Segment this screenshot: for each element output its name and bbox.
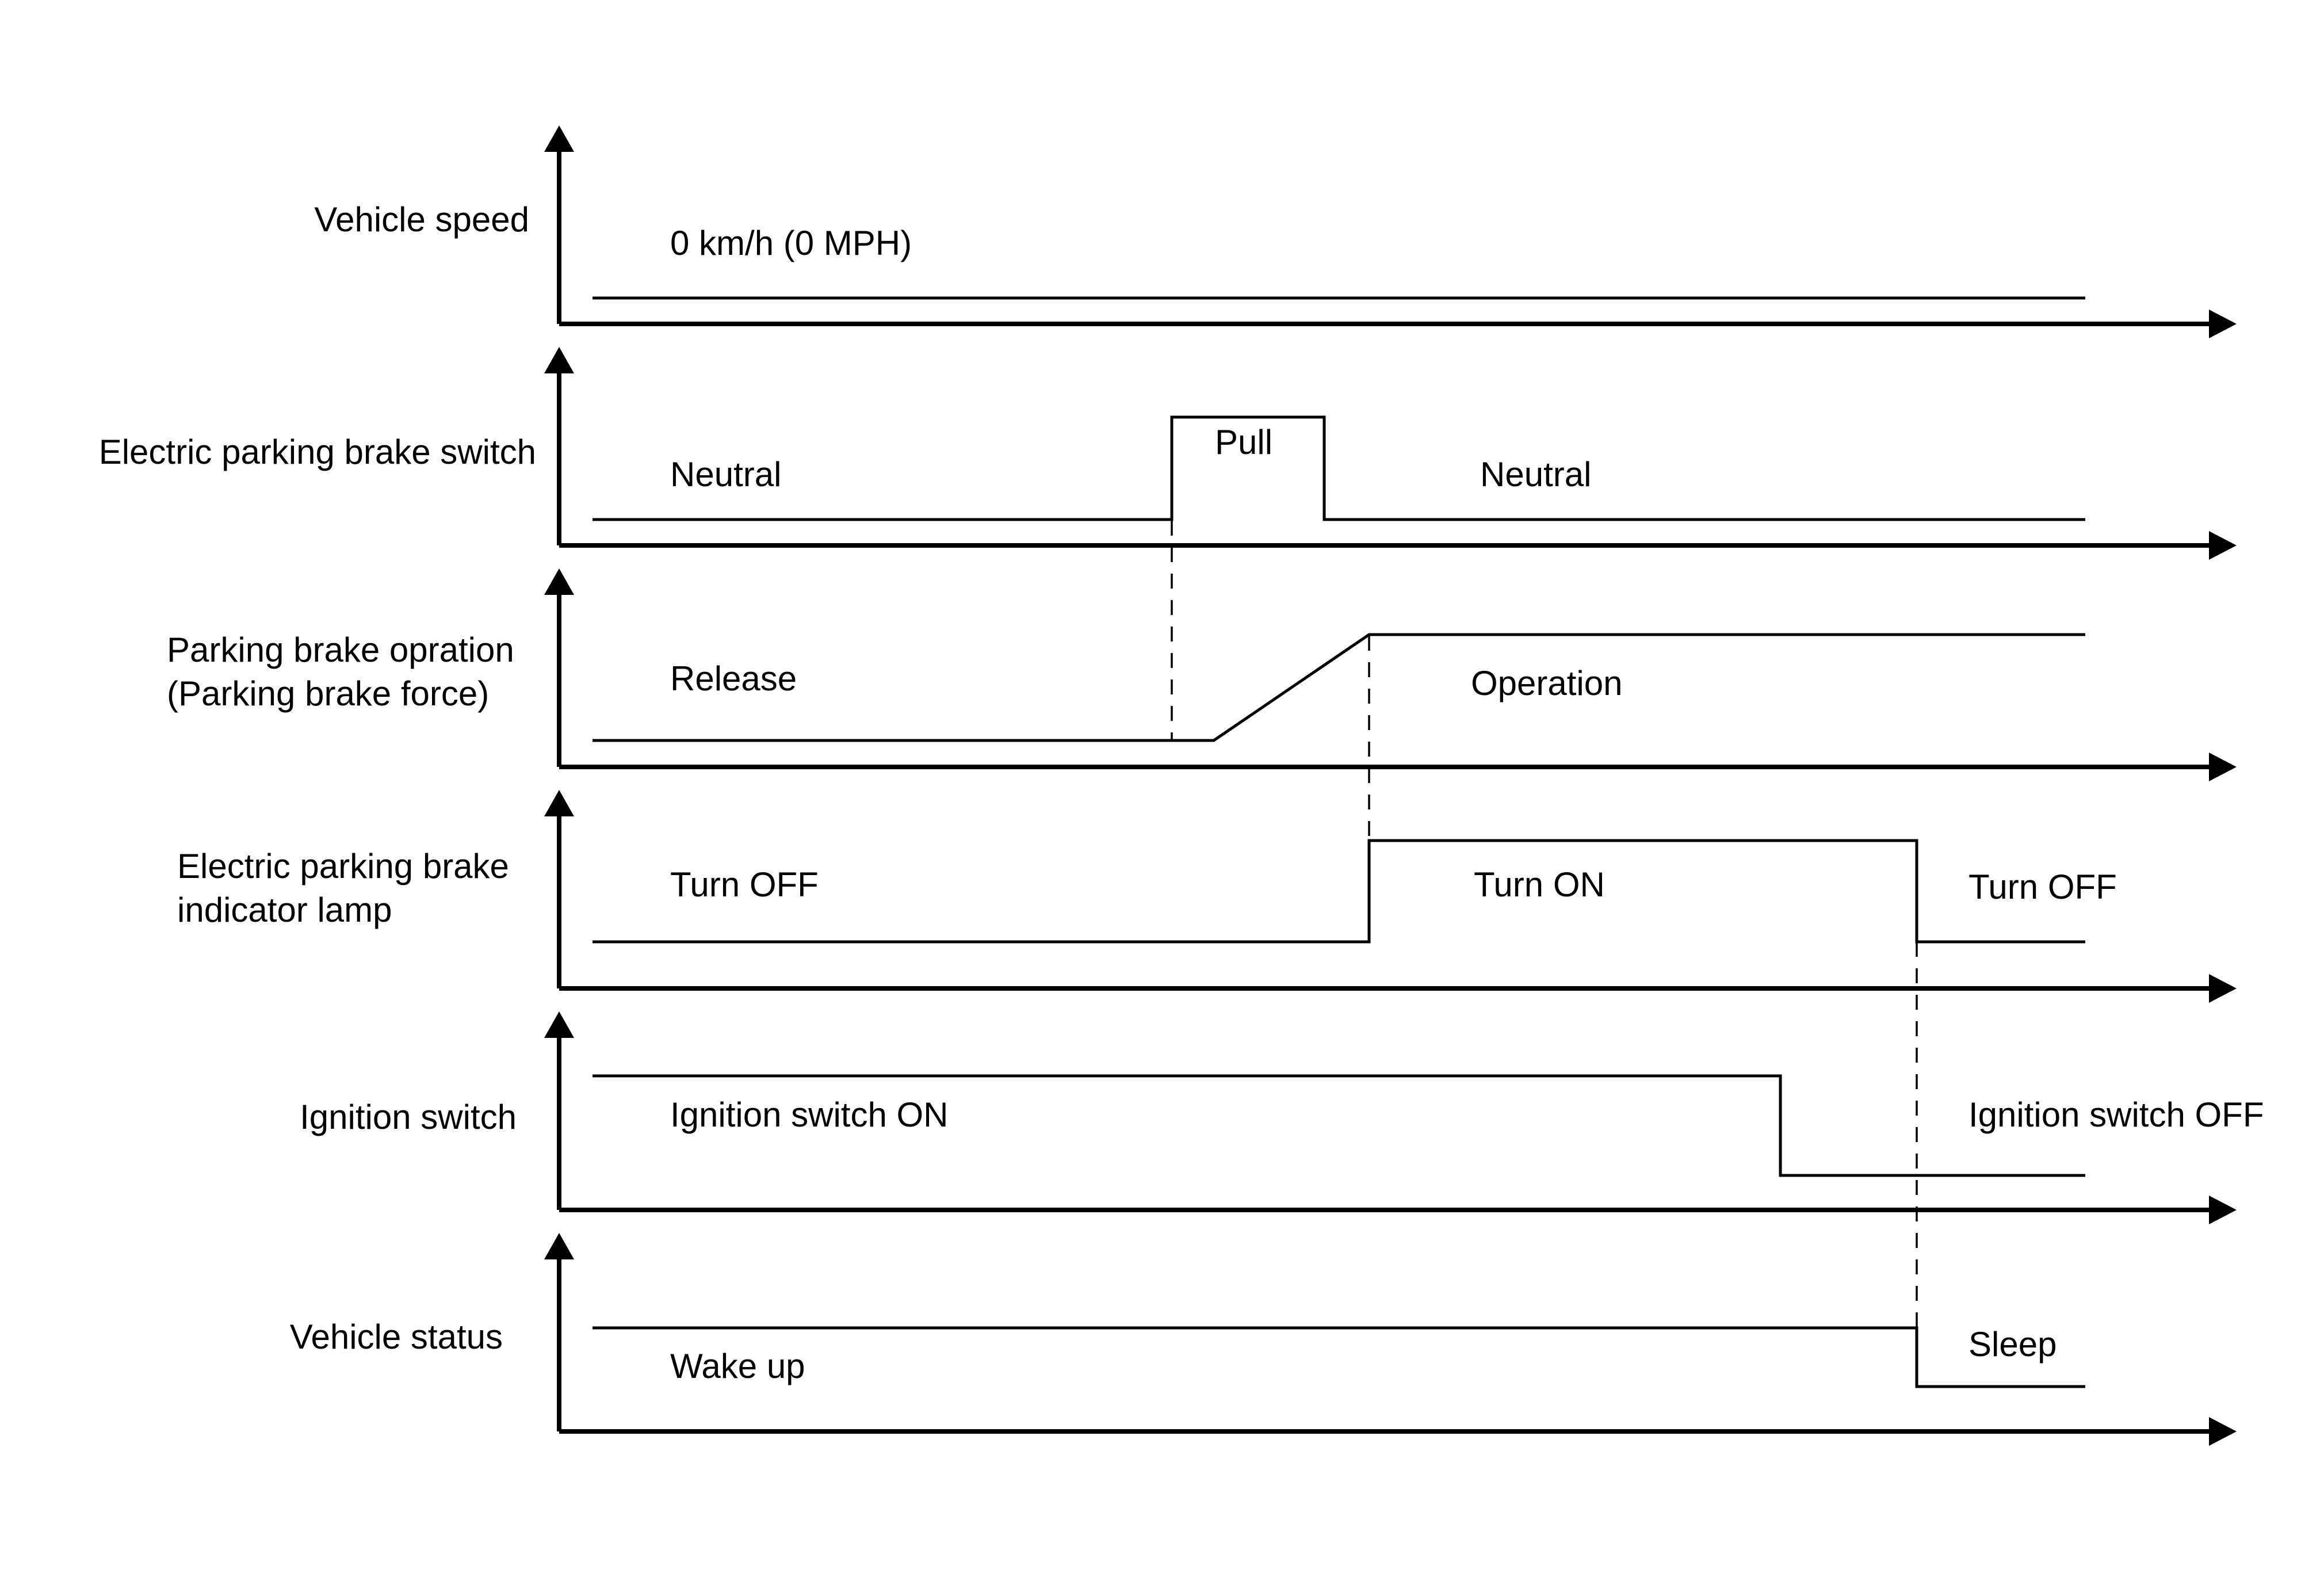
signal-trace (593, 415, 2085, 521)
row-electric-parking-brake-switch: Electric parking brake switch Neutral Pu… (99, 347, 2237, 560)
state-label: Release (670, 659, 797, 698)
y-axis-arrow (544, 568, 574, 595)
signal-trace (593, 1074, 2085, 1177)
row-label-vehicle-status: Vehicle status (290, 1318, 503, 1356)
state-label: Sleep (1968, 1325, 2057, 1364)
row-vehicle-speed: Vehicle speed 0 km/h (0 MPH) (314, 125, 2237, 338)
row-parking-brake-operation: Parking brake opration (Parking brake fo… (167, 568, 2237, 781)
y-axis-arrow (544, 125, 574, 152)
x-axis-arrow (2209, 1196, 2237, 1224)
state-label: 0 km/h (0 MPH) (670, 224, 912, 262)
x-axis-arrow (2209, 974, 2237, 1003)
state-label: Neutral (670, 455, 781, 494)
signal-trace (593, 633, 2085, 742)
state-label: Pull (1215, 423, 1272, 461)
row-label-vehicle-speed: Vehicle speed (314, 200, 529, 239)
row-ignition-switch: Ignition switch Ignition switch ON Ignit… (300, 1011, 2264, 1224)
state-label: Operation (1471, 664, 1623, 702)
row-label-parking-brake-operation: Parking brake opration (167, 631, 514, 669)
y-axis-arrow (544, 1011, 574, 1038)
state-label: Wake up (670, 1347, 805, 1385)
row-label-electric-parking-brake-switch: Electric parking brake switch (99, 433, 536, 471)
row-label-indicator-lamp-line1: Electric parking brake (177, 847, 509, 885)
row-vehicle-status: Vehicle status Wake up Sleep (290, 1233, 2237, 1446)
row-label-parking-brake-force: (Parking brake force) (167, 674, 489, 713)
state-label: Ignition switch ON (670, 1095, 949, 1134)
x-axis-arrow (2209, 531, 2237, 560)
row-label-indicator-lamp-line2: indicator lamp (177, 891, 392, 929)
x-axis-arrow (2209, 1417, 2237, 1446)
y-axis-arrow (544, 347, 574, 373)
state-label: Turn OFF (1968, 868, 2117, 906)
state-label: Turn ON (1474, 865, 1605, 904)
x-axis-arrow (2209, 753, 2237, 781)
signal-trace (593, 1326, 2085, 1388)
y-axis-arrow (544, 1233, 574, 1259)
x-axis-arrow (2209, 310, 2237, 338)
state-label: Neutral (1480, 455, 1591, 494)
state-label: Turn OFF (670, 865, 819, 904)
state-label: Ignition switch OFF (1968, 1095, 2264, 1134)
row-label-ignition-switch: Ignition switch (300, 1098, 517, 1136)
y-axis-arrow (544, 790, 574, 816)
row-indicator-lamp: Electric parking brake indicator lamp Tu… (177, 790, 2237, 1003)
signal-trace (593, 839, 2085, 944)
